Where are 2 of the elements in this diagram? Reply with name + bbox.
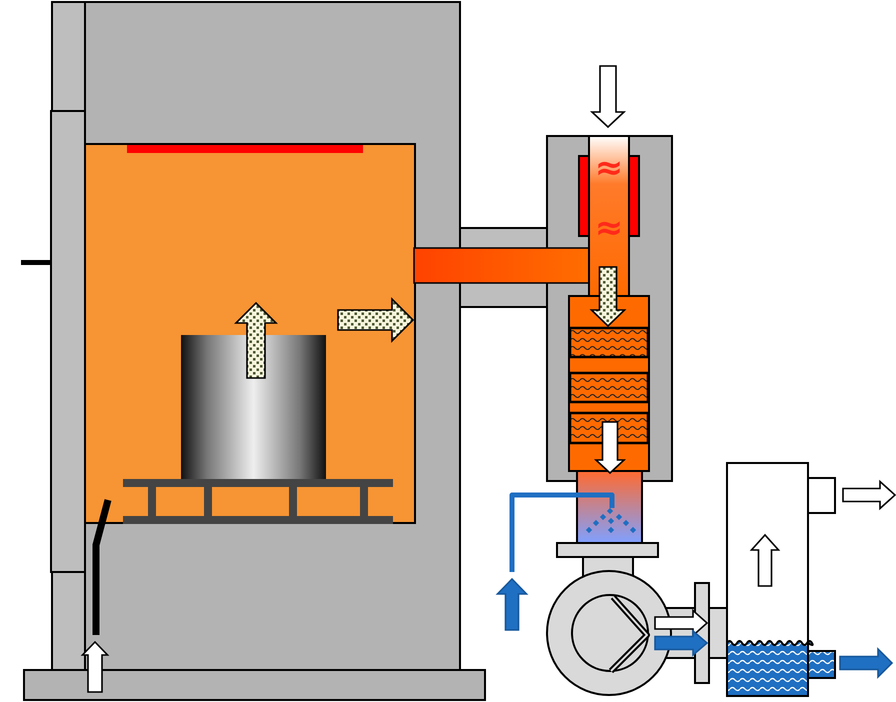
heat-symbol: ≈ <box>594 151 624 185</box>
heat-symbol: ≈ <box>594 211 624 245</box>
